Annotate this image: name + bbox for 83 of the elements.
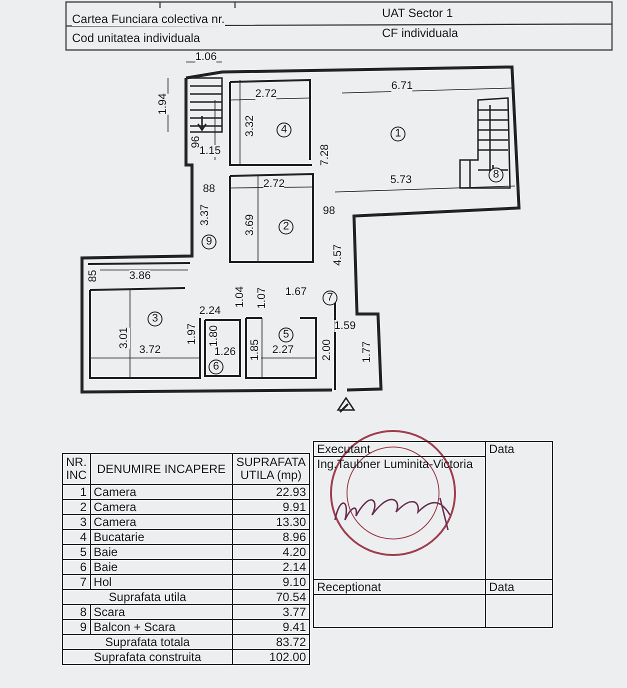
dimension-label: 1.67 — [285, 286, 307, 298]
header-cell: Data — [486, 442, 552, 580]
room-name: Balcon + Scara — [90, 620, 232, 634]
room-name: Baie — [90, 560, 232, 574]
room-name: Bucatarie — [90, 530, 232, 544]
dimension-label: 1.06 — [195, 51, 217, 63]
dimension-label: 4.57 — [332, 244, 344, 266]
dimension-label: 3.32 — [244, 115, 256, 137]
room-number: 2 — [278, 220, 294, 234]
row-number: 1 — [62, 484, 90, 500]
room-name: Hol — [90, 574, 232, 590]
header-cell: Data — [486, 580, 552, 594]
row-number: 8 — [62, 604, 90, 620]
field-label: Cartea Funciara colectiva nr. — [72, 12, 225, 26]
dimension-label: 3.86 — [129, 270, 151, 282]
dimension-label: 1.15 — [199, 145, 221, 157]
row-number: 2 — [62, 500, 90, 514]
room-name: Camera — [90, 514, 232, 530]
room-number: 1 — [390, 126, 406, 142]
subtotal-label: Suprafata construita — [62, 650, 232, 664]
dimension-label: 1.26 — [214, 346, 236, 358]
dimension-label: 1.94 — [157, 93, 169, 115]
dimension-label: 3.72 — [139, 344, 161, 356]
row-number: 9 — [62, 620, 90, 634]
dimension-label: 6.71 — [391, 80, 413, 92]
dimension-label: 96 — [190, 136, 202, 148]
field-value: UAT Sector 1 — [382, 6, 453, 20]
room-name: Scara — [90, 604, 232, 620]
dimension-label: 2.00 — [321, 339, 333, 361]
area-value: 9.91 — [232, 500, 310, 514]
dimension-label: 1.07 — [256, 287, 268, 309]
room-name: Camera — [90, 500, 232, 514]
subtotal-label: Suprafata utila — [62, 590, 232, 604]
area-value: 3.77 — [232, 604, 310, 620]
row-number: 4 — [62, 530, 90, 544]
row-number: 7 — [62, 574, 90, 590]
field-label: Cod unitatea individuala — [72, 31, 200, 45]
room-number: 3 — [148, 312, 162, 326]
room-name: Camera — [90, 484, 232, 500]
area-value: 13.30 — [232, 514, 310, 530]
header-cell: DENUMIRE INCAPERE — [90, 454, 232, 484]
room-number: 5 — [278, 328, 294, 342]
dimension-label: 85 — [87, 270, 99, 282]
dimension-label: 1.85 — [249, 339, 261, 361]
area-value: 9.41 — [232, 620, 310, 634]
area-value: 22.93 — [232, 484, 310, 500]
room-number: 9 — [202, 234, 216, 250]
area-value: 2.14 — [232, 560, 310, 574]
area-value: 8.96 — [232, 530, 310, 544]
row-number: 3 — [62, 514, 90, 530]
dimension-label: 3.69 — [244, 214, 256, 236]
dimension-label: 88 — [202, 183, 216, 195]
dimension-label: 1.97 — [186, 323, 198, 345]
header-cell: SUPRAFATA UTILA (mp) — [232, 454, 310, 484]
dimension-label: 1.04 — [234, 286, 246, 308]
room-name: Baie — [90, 544, 232, 560]
room-number: 6 — [208, 360, 224, 374]
row-number: 6 — [62, 560, 90, 574]
dimension-label: 2.27 — [272, 344, 294, 356]
dimension-label: 2.24 — [199, 305, 221, 317]
row-number: 5 — [62, 544, 90, 560]
header-cell: Receptionat — [314, 580, 486, 594]
room-number: 8 — [488, 168, 504, 182]
dimension-label: 1.59 — [334, 320, 356, 332]
dimension-label: 2.72 — [255, 88, 277, 100]
dimension-label: 1.77 — [361, 341, 373, 363]
dimension-label: 98 — [322, 205, 336, 217]
header-cell: NR. INC — [62, 454, 90, 484]
field-value: CF individuala — [382, 26, 458, 40]
dimension-label: 1.80 — [208, 325, 220, 347]
area-value: 4.20 — [232, 544, 310, 560]
subtotal-label: Suprafata totala — [62, 634, 232, 650]
dimension-label: 7.28 — [319, 144, 331, 166]
dimension-label: 2.72 — [263, 178, 285, 190]
dimension-label: 5.73 — [390, 174, 412, 186]
dimension-label: 3.37 — [199, 204, 211, 226]
area-value: 9.10 — [232, 574, 310, 590]
room-number: 4 — [276, 122, 292, 138]
area-value: 102.00 — [232, 650, 310, 664]
dimension-label: 3.01 — [118, 327, 130, 349]
area-value: 83.72 — [232, 634, 310, 650]
room-number: 7 — [322, 290, 338, 306]
area-value: 70.54 — [232, 590, 310, 604]
